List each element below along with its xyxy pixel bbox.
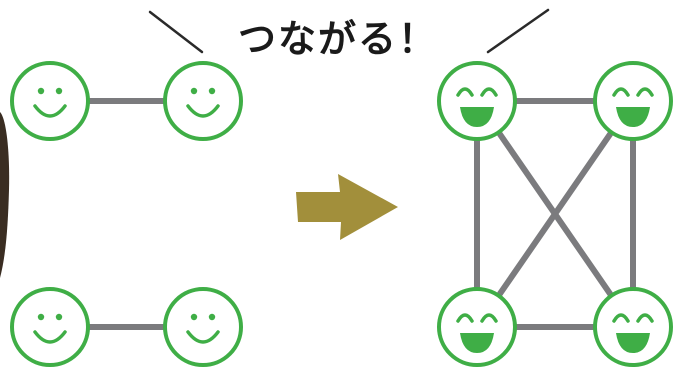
laughing-face-icon: [437, 287, 517, 367]
smiley-face-icon: [163, 61, 243, 141]
smiley-face-icon: [163, 287, 243, 367]
emphasis-line-right: [486, 8, 550, 54]
laughing-face-icon: [437, 61, 517, 141]
connection-line: [474, 98, 636, 330]
emphasis-line-left: [148, 10, 204, 54]
before-network: [10, 61, 243, 367]
caption-connect: つながる！: [238, 17, 439, 61]
smiley-face-icon: [10, 287, 90, 367]
after-network: [437, 61, 673, 367]
photo-edge-strip: [0, 112, 10, 278]
laughing-face-icon: [593, 61, 673, 141]
right-arrow: [296, 174, 398, 240]
smiley-face-icon: [10, 61, 90, 141]
laughing-face-icon: [593, 287, 673, 367]
